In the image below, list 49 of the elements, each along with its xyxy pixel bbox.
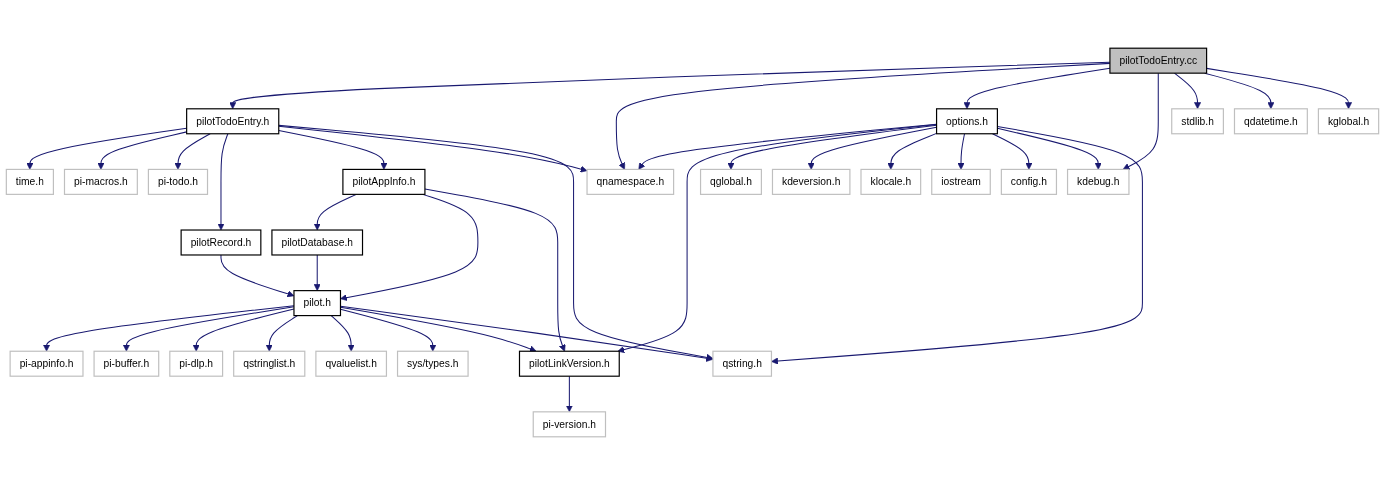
arrow bbox=[957, 133, 966, 170]
file-box: pi-appinfo.h bbox=[9, 350, 84, 377]
file-box: qglobal.h bbox=[699, 168, 762, 195]
arrow bbox=[330, 315, 355, 352]
file-box: pi-macros.h bbox=[63, 168, 138, 195]
file-box: kdebug.h bbox=[1066, 168, 1130, 195]
file-box: pilot.h bbox=[293, 290, 342, 317]
arrow bbox=[887, 132, 938, 170]
arrow bbox=[1173, 72, 1202, 110]
arrow bbox=[278, 125, 588, 173]
file-box: sys/types.h bbox=[396, 350, 469, 377]
arrow bbox=[265, 315, 298, 352]
arrow bbox=[565, 375, 573, 413]
file-box: pi-buffer.h bbox=[93, 350, 160, 377]
file-box: kglobal.h bbox=[1317, 108, 1380, 135]
arrow bbox=[1206, 67, 1352, 110]
file-box: pilotLinkVersion.h bbox=[518, 350, 620, 377]
file-box: kdeversion.h bbox=[771, 168, 851, 195]
file-box: qdatetime.h bbox=[1233, 108, 1308, 135]
file-box: pilotRecord.h bbox=[180, 229, 262, 256]
arrow bbox=[174, 133, 211, 170]
file-box: iostream bbox=[931, 168, 991, 195]
arrow bbox=[278, 130, 388, 170]
file-box: pilotTodoEntry.h bbox=[186, 108, 280, 135]
arrow bbox=[1204, 72, 1275, 110]
file-box: klocale.h bbox=[860, 168, 922, 195]
arrow bbox=[97, 131, 188, 170]
file-box: qvaluelist.h bbox=[315, 350, 388, 377]
file-box: pi-dlp.h bbox=[169, 350, 224, 377]
file-box: pi-todo.h bbox=[147, 168, 209, 195]
arrow bbox=[1122, 72, 1159, 170]
arrow bbox=[991, 133, 1033, 170]
file-box: config.h bbox=[1000, 168, 1058, 195]
arrow bbox=[340, 193, 479, 301]
file-box: pilotAppInfo.h bbox=[342, 168, 426, 195]
file-box: qstringlist.h bbox=[233, 350, 306, 377]
file-box: options.h bbox=[935, 108, 998, 135]
file-box: stdlib.h bbox=[1171, 108, 1224, 135]
file-box: qnamespace.h bbox=[586, 168, 675, 195]
file-box: pilotTodoEntry.cc bbox=[1109, 47, 1208, 74]
arrow bbox=[313, 193, 357, 231]
file-box: qstring.h bbox=[712, 350, 773, 377]
arrow bbox=[771, 126, 1143, 365]
file-box: pi-version.h bbox=[532, 411, 607, 438]
arrow bbox=[424, 188, 566, 352]
file-box: pilotDatabase.h bbox=[271, 229, 364, 256]
arrow bbox=[217, 133, 229, 231]
arrow bbox=[313, 254, 321, 291]
file-box: time.h bbox=[5, 168, 54, 195]
